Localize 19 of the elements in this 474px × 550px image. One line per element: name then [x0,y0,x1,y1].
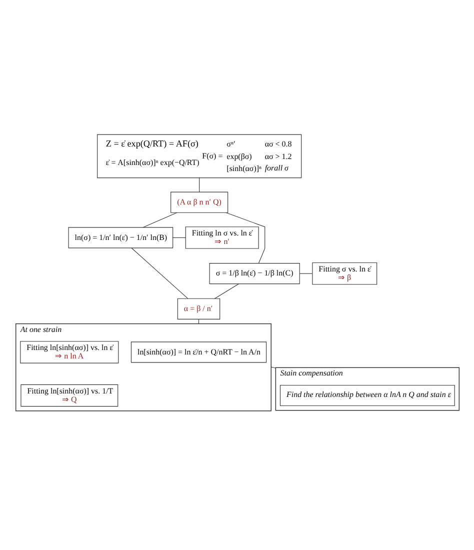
node-box: Find the relationship between α lnA n Q and stain ε [279,384,454,406]
connector [225,212,265,264]
node-box: (A α β n n′ Q) [170,192,228,213]
node-box: α = β / n′ [176,298,220,320]
connector [214,284,239,299]
connector [130,248,188,299]
node-box: Fitting ln[sinh(ασ)] vs. 1/T ⇒ Q [20,384,118,407]
node-box: Z = ε̇ exp(Q/RT) = AF(σ) F(σ) = σⁿ′ ασ < 0.8 ε̇ = A[sinh(ασ)]ⁿ exp(−Q/RT) exp(βσ) ασ > 1.2 [sinh(ασ)]ⁿ forall σ [96,134,302,178]
connector [270,366,276,368]
connector [172,237,186,238]
connector [142,212,177,228]
node-box: Fitting σ vs. ln ε̇ ⇒ β [312,262,377,285]
connector [198,178,200,192]
node-box: Fitting ln[sinh(ασ)] vs. ln ε̇ ⇒ n ln A [20,341,118,364]
node-box: Fitting ln σ vs. ln ε̇ ⇒ n′ [184,226,258,249]
node-box: ln[sinh(ασ)] = ln ε̇/n + Q/nRT − ln A/n [130,342,266,363]
node-box: σ = 1/β ln(ε̇) − 1/β ln(C) [208,263,300,284]
node-box: ln(σ) = 1/n′ ln(ε̇) − 1/n′ ln(B) [68,227,173,248]
connector [298,273,312,274]
